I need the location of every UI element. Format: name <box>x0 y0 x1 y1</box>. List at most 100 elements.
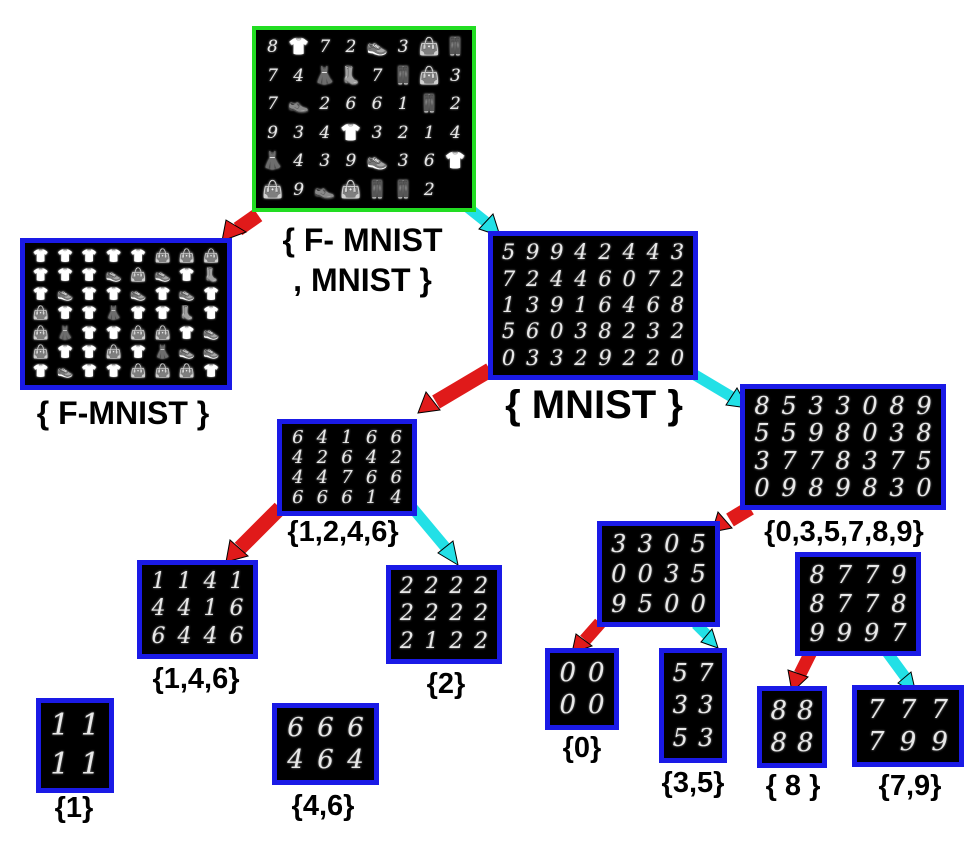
sample-thumbnail: 9 <box>781 474 797 501</box>
fmnist-label: { F-MNIST } <box>36 395 210 431</box>
sample-thumbnail: 👕 <box>81 364 98 380</box>
sample-thumbnail: 👖 <box>366 179 388 200</box>
sample-thumbnail: 👖 <box>392 65 414 86</box>
sample-thumbnail: 9 <box>550 292 564 317</box>
sample-thumbnail: 5 <box>672 658 688 687</box>
sample-thumbnail: 👜 <box>130 325 147 341</box>
sample-thumbnail: 2 <box>574 345 588 370</box>
edge-1246-146-head <box>225 539 250 563</box>
sample-thumbnail: 2 <box>670 319 685 344</box>
sample-thumbnail: 9 <box>809 619 825 647</box>
sample-thumbnail: 👜 <box>130 267 147 283</box>
sample-thumbnail: 2 <box>345 37 357 58</box>
sample-thumbnail: 1 <box>229 569 244 595</box>
sample-thumbnail: 9 <box>916 393 932 420</box>
sample-thumbnail: 4 <box>646 240 660 265</box>
sample-thumbnail: 0 <box>862 393 878 420</box>
sample-thumbnail: 2 <box>474 574 489 600</box>
sample-thumbnail: 👕 <box>130 345 147 361</box>
sample-thumbnail: 👕 <box>56 267 74 283</box>
sample-thumbnail: 👟 <box>203 325 220 341</box>
sample-thumbnail: 9 <box>611 589 627 618</box>
sample-thumbnail: 3 <box>574 319 588 344</box>
node-2-label: {2} <box>426 668 466 700</box>
sample-thumbnail: 👕 <box>288 37 310 58</box>
sample-thumbnail: 9 <box>808 420 824 447</box>
sample-thumbnail: 0 <box>587 657 605 688</box>
sample-thumbnail: 3 <box>664 559 680 588</box>
sample-thumbnail: 6 <box>287 712 304 743</box>
sample-thumbnail: 0 <box>559 690 577 721</box>
sample-thumbnail: 9 <box>550 240 564 265</box>
sample-thumbnail: 8 <box>835 420 851 447</box>
sample-thumbnail: 7 <box>646 266 660 291</box>
sample-thumbnail: 4 <box>293 151 305 172</box>
sample-thumbnail: 👜 <box>178 248 196 264</box>
sample-thumbnail: 7 <box>868 694 885 725</box>
sample-thumbnail: 2 <box>319 94 331 115</box>
sample-thumbnail: 1 <box>177 569 192 595</box>
sample-thumbnail: 8 <box>598 319 612 344</box>
sample-thumbnail: 8 <box>835 447 851 474</box>
sample-thumbnail: 7 <box>836 561 853 589</box>
sample-thumbnail: 4 <box>365 448 378 467</box>
sample-thumbnail: 7 <box>899 694 917 725</box>
sample-thumbnail: 3 <box>646 319 660 344</box>
sample-thumbnail: 👕 <box>203 287 220 303</box>
sample-thumbnail: 0 <box>622 266 636 291</box>
sample-thumbnail: 👕 <box>130 248 147 264</box>
sample-thumbnail: 8 <box>796 695 814 726</box>
sample-thumbnail: 5 <box>690 530 706 559</box>
sample-thumbnail: 👢 <box>340 65 362 86</box>
sample-thumbnail: 4 <box>622 240 636 265</box>
sample-thumbnail: 👕 <box>81 325 98 341</box>
sample-thumbnail: 5 <box>501 319 516 344</box>
sample-thumbnail: 2 <box>670 266 685 291</box>
sample-thumbnail: 4 <box>316 428 329 447</box>
sample-thumbnail: 👕 <box>203 364 220 380</box>
sample-thumbnail: 👜 <box>32 345 49 361</box>
sample-thumbnail: 6 <box>371 94 383 115</box>
sample-thumbnail: 👕 <box>32 364 49 380</box>
sample-thumbnail: 3 <box>397 37 409 58</box>
sample-thumbnail: 3 <box>319 151 331 172</box>
sample-thumbnail: 5 <box>672 724 688 753</box>
sample-thumbnail: 7 <box>808 447 824 474</box>
sample-thumbnail: 0 <box>754 474 770 501</box>
sample-thumbnail: 👜 <box>340 179 362 200</box>
sample-thumbnail: 👕 <box>105 287 122 303</box>
sample-thumbnail: 4 <box>316 468 329 487</box>
sample-thumbnail: 0 <box>637 559 653 588</box>
sample-thumbnail: 👟 <box>366 37 388 58</box>
sample-thumbnail: 7 <box>319 37 331 58</box>
sample-thumbnail: 2 <box>646 345 660 370</box>
sample-thumbnail: 2 <box>399 628 414 654</box>
sample-thumbnail: 2 <box>424 574 439 600</box>
sample-thumbnail: 6 <box>229 623 244 649</box>
edge-035789-035 <box>726 501 754 527</box>
sample-thumbnail: 6 <box>341 448 353 467</box>
sample-thumbnail: 5 <box>754 420 770 447</box>
sample-thumbnail: 2 <box>399 601 414 627</box>
sample-thumbnail: 👕 <box>32 267 49 283</box>
sample-thumbnail: 0 <box>862 420 878 447</box>
sample-thumbnail: 3 <box>698 724 714 753</box>
sample-thumbnail: 7 <box>501 266 516 291</box>
sample-thumbnail: 👟 <box>130 287 147 303</box>
sample-thumbnail: 8 <box>754 393 770 420</box>
sample-thumbnail: 👢 <box>178 306 196 322</box>
sample-thumbnail: 3 <box>672 691 688 720</box>
sample-thumbnail: 👗 <box>56 325 74 341</box>
sample-thumbnail: 7 <box>341 468 353 487</box>
sample-thumbnail: 3 <box>889 474 905 501</box>
sample-thumbnail: 0 <box>559 657 577 688</box>
sample-thumbnail: 👗 <box>154 345 171 361</box>
node-35-label: {3,5} <box>661 767 725 799</box>
sample-thumbnail: 6 <box>423 151 435 172</box>
node-8-label: { 8 } <box>765 770 821 802</box>
